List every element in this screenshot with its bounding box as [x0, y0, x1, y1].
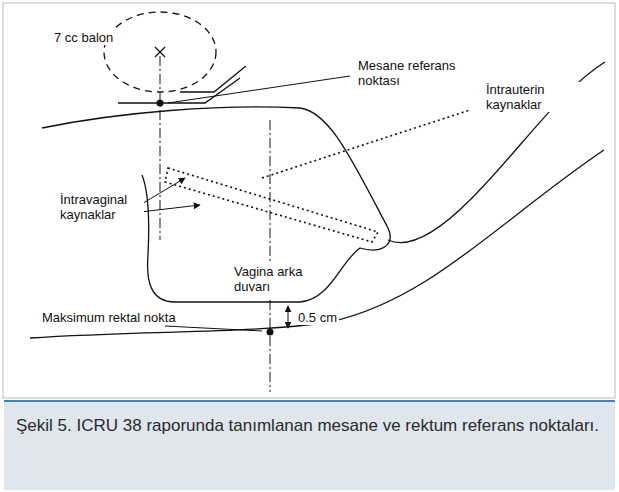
frame [3, 3, 615, 398]
dimension-label: 0.5 cm [296, 310, 339, 325]
wall-label: Vagina arka duvarı [232, 264, 316, 294]
rectum-wall [30, 150, 604, 338]
catheter [118, 78, 240, 103]
source-label: İntrauterin kaynaklar [484, 82, 588, 112]
reference-dot [157, 100, 164, 107]
intrauterine-source [262, 110, 470, 178]
leader-arrow [140, 178, 185, 205]
rectal-point-label: Maksimum rektal nokta [40, 310, 178, 325]
balloon-label: 7 cc balon [52, 30, 115, 45]
source-label: İntravaginal kaynaklar [58, 192, 144, 222]
leader-line [168, 76, 350, 103]
axis-line [160, 56, 161, 240]
balloon-center [155, 47, 165, 57]
bladder-point-label: Mesane referans noktası [356, 58, 470, 88]
uterus-outline [388, 62, 605, 243]
leader-line [165, 326, 262, 331]
axis-line [270, 120, 271, 392]
catheter [180, 66, 246, 92]
vagina-outline [42, 107, 390, 302]
distance-arrow [288, 306, 289, 328]
reference-dot [267, 329, 274, 336]
caption-band [4, 400, 615, 490]
figure-caption: Şekil 5. ICRU 38 raporunda tanımlanan me… [16, 414, 601, 437]
leader-arrow [140, 205, 200, 212]
